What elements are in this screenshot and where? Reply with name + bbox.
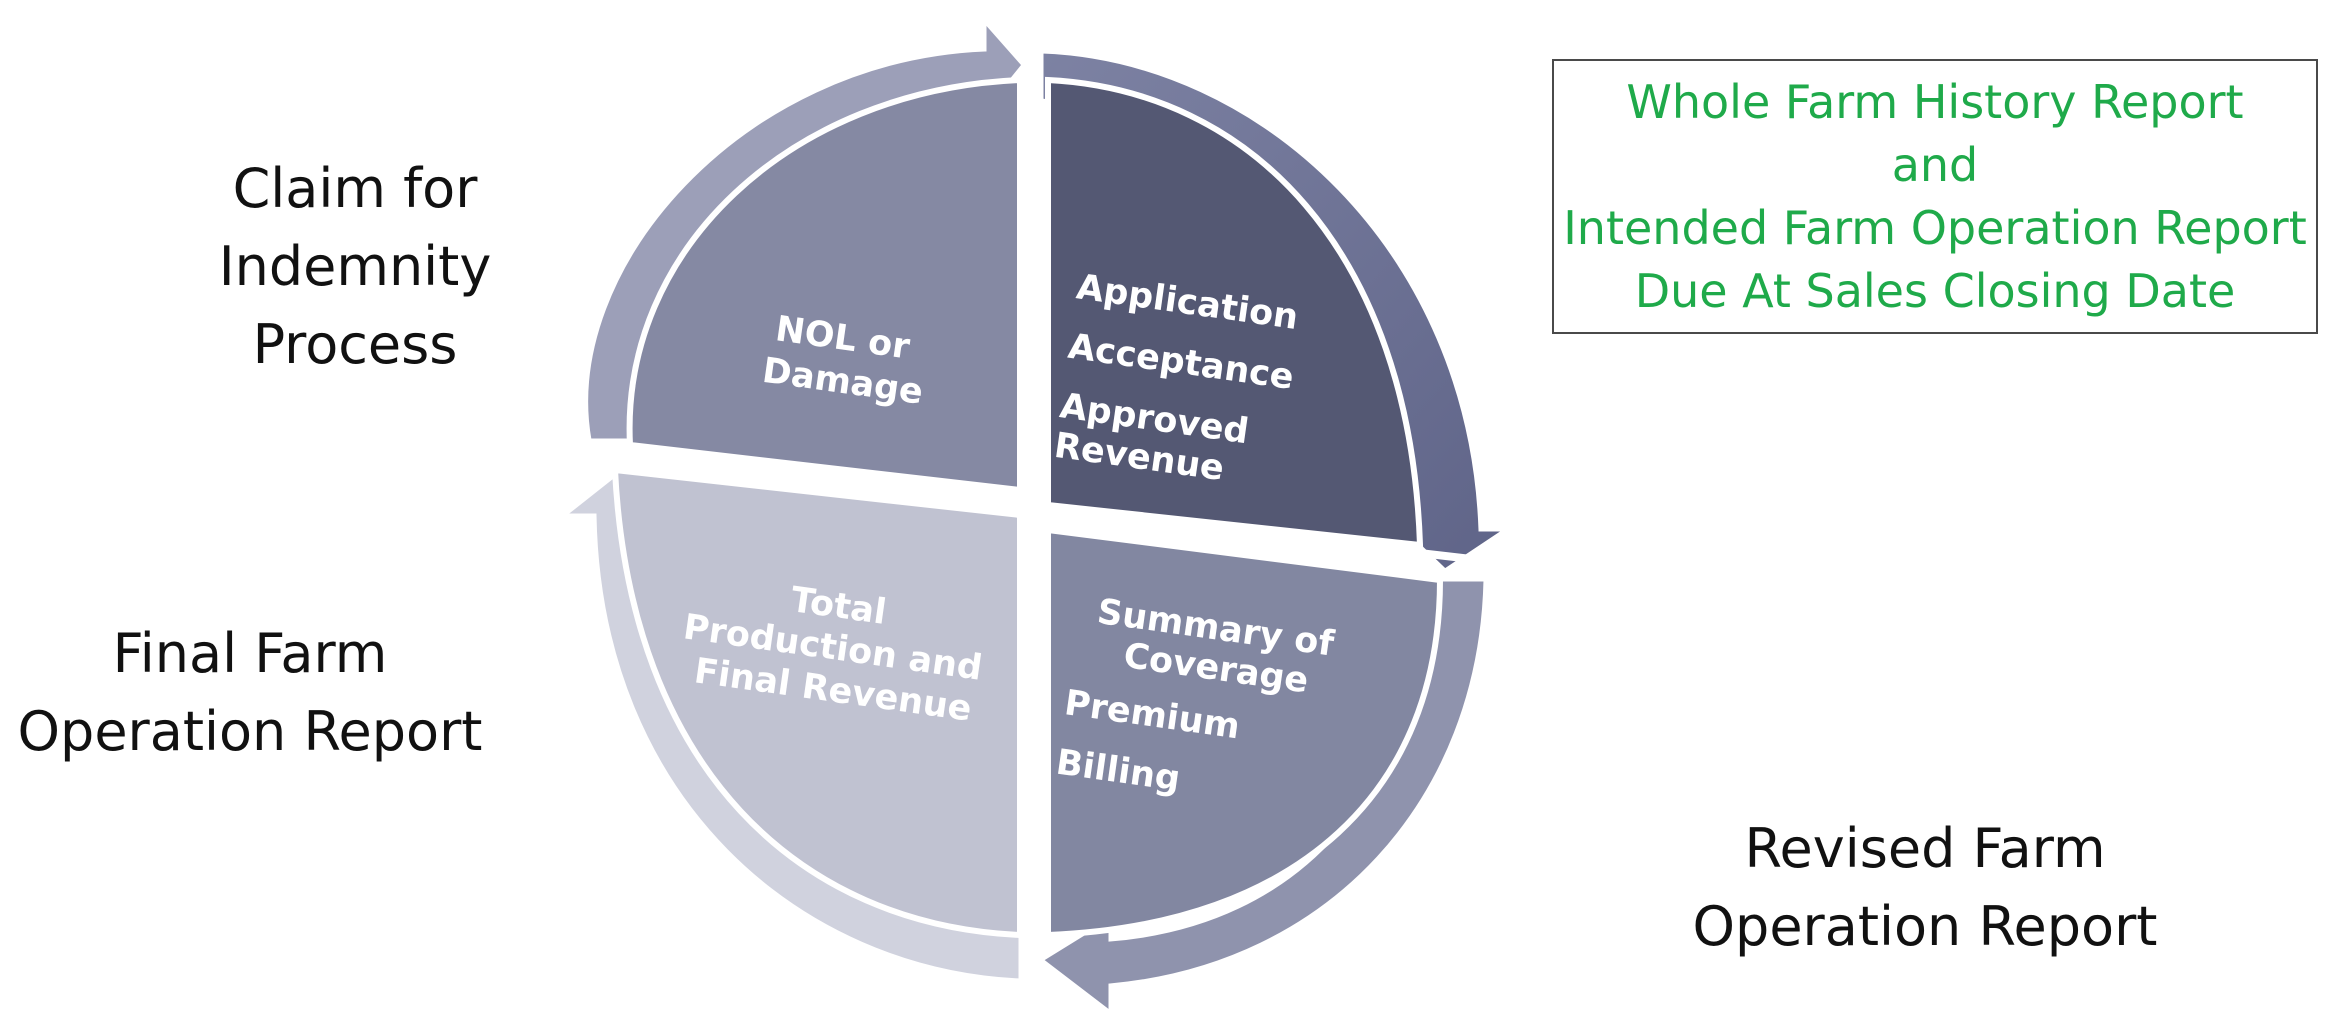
divider-horizontal — [599, 454, 1481, 564]
info-box-line-4: Due At Sales Closing Date — [1634, 263, 2236, 318]
info-box-line-3: Intended Farm Operation Report — [1563, 200, 2307, 255]
quadrant-bottom-right — [1045, 526, 1444, 939]
claim-for-indemnity-label: Claim for Indemnity Process — [170, 150, 540, 384]
quadrant-bottom-left — [611, 466, 1023, 939]
sales-closing-info-box: Whole Farm History Report and Intended F… — [1552, 59, 2318, 334]
final-label-line-2: Operation Report — [17, 700, 483, 763]
revised-label-line-1: Revised Farm — [1744, 817, 2106, 880]
claim-label-line-2: Indemnity — [218, 235, 492, 298]
final-label-line-1: Final Farm — [112, 622, 388, 685]
claim-label-line-1: Claim for — [232, 157, 478, 220]
revised-label-line-2: Operation Report — [1692, 895, 2158, 958]
quadrant-top-left — [626, 76, 1023, 494]
info-box-line-2: and — [1891, 137, 1979, 192]
final-farm-operation-report-label: Final Farm Operation Report — [0, 615, 500, 771]
claim-label-line-3: Process — [252, 313, 458, 376]
quadrant-top-right — [1045, 76, 1424, 549]
info-box-line-1: Whole Farm History Report — [1626, 74, 2244, 129]
revised-farm-operation-report-label: Revised Farm Operation Report — [1660, 810, 2190, 966]
